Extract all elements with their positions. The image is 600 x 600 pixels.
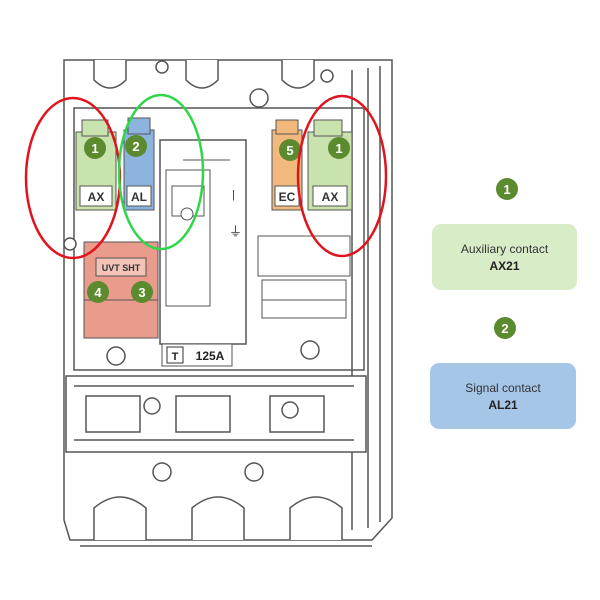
legend-badge-1: 1	[496, 178, 518, 200]
legend-label: Auxiliary contact	[460, 241, 549, 256]
legend-card-auxiliary-contact: Auxiliary contact AX21	[432, 224, 577, 290]
legend-code: AX21	[489, 258, 520, 273]
t-mark: T	[172, 351, 179, 363]
highlight-ellipse-right	[296, 94, 388, 258]
callout-4: 4	[87, 281, 109, 303]
svg-text:2: 2	[132, 139, 139, 154]
svg-text:4: 4	[94, 285, 102, 300]
callout-5: 5	[279, 139, 301, 161]
legend-label: Signal contact	[465, 380, 541, 395]
right-mechanism	[257, 235, 351, 319]
callout-2: 2	[125, 135, 147, 157]
al-label: AL	[131, 190, 147, 204]
svg-text:5: 5	[286, 143, 293, 158]
svg-text:1: 1	[335, 141, 342, 156]
highlight-ellipse-green	[117, 93, 205, 251]
ax-label-right: AX	[322, 190, 339, 204]
callout-3: 3	[131, 281, 153, 303]
svg-text:|: |	[232, 189, 235, 201]
legend-code: AL21	[488, 397, 518, 412]
svg-text:⏚: ⏚	[229, 224, 242, 239]
rating-box: T 125A	[161, 343, 233, 367]
callout-1-left: 1	[84, 137, 106, 159]
al-module: AL	[123, 117, 155, 211]
callout-1-right: 1	[328, 137, 350, 159]
legend-card-signal-contact: Signal contact AL21	[430, 363, 576, 429]
svg-text:1: 1	[91, 141, 98, 156]
rating-label: 125A	[196, 349, 225, 363]
ec-label: EC	[279, 190, 296, 204]
ax-module-right: AX	[307, 119, 353, 211]
uvt-sht-label: UVT SHT	[102, 263, 141, 273]
svg-text:3: 3	[138, 285, 145, 300]
legend-badge-2: 2	[494, 317, 516, 339]
ax-module-left: AX	[75, 119, 117, 211]
ax-label-left: AX	[88, 190, 105, 204]
